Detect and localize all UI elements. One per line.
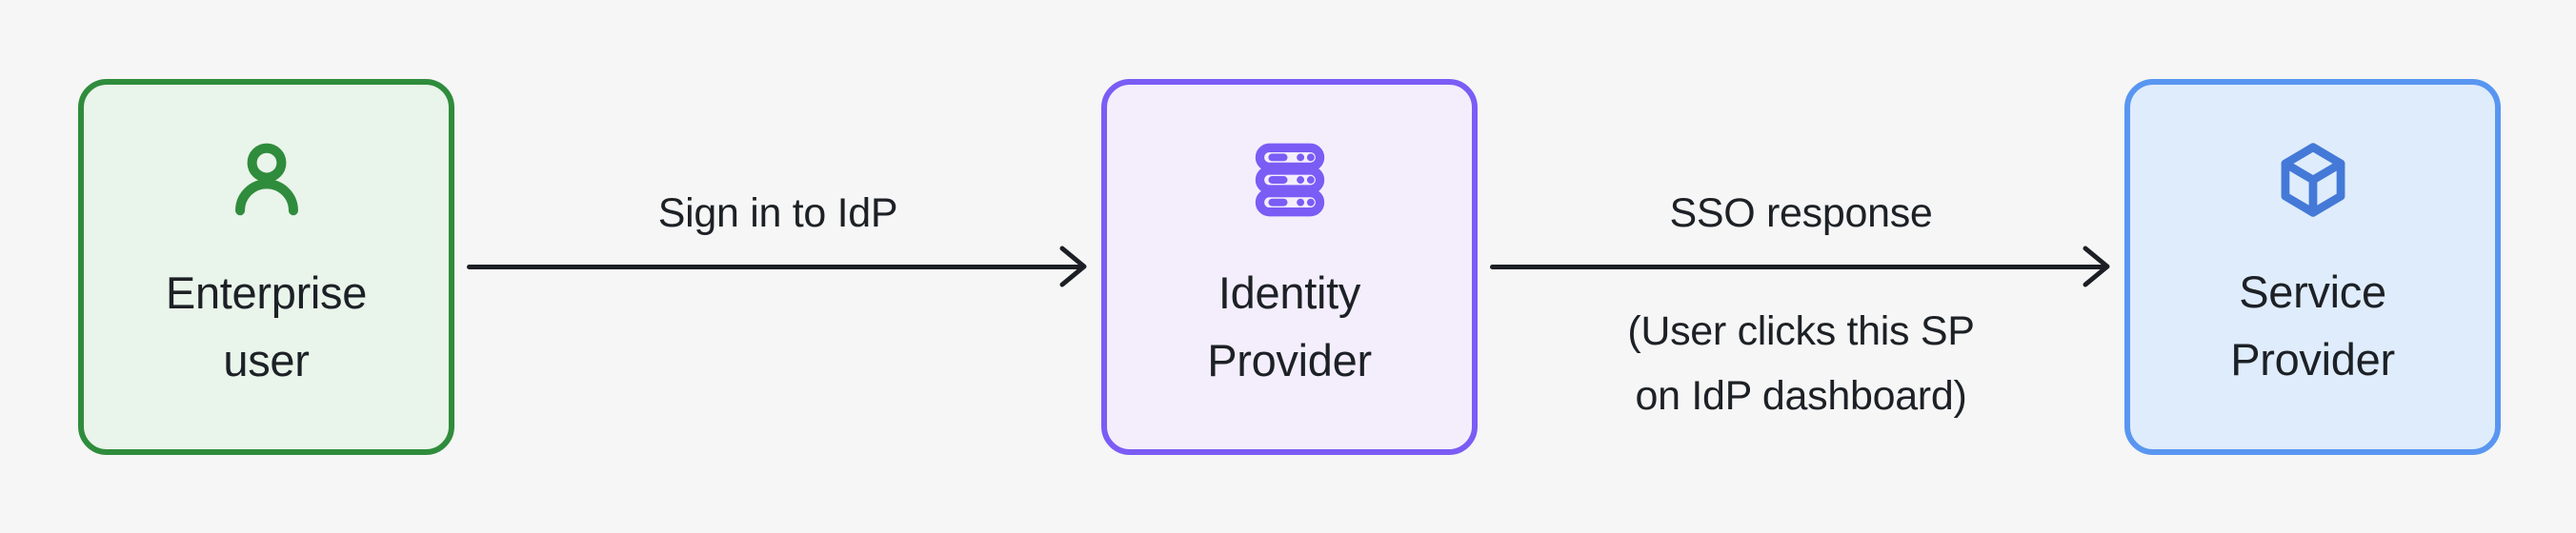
node-identity-provider: Identity Provider bbox=[1101, 78, 1478, 455]
node-label-service-provider: Service Provider bbox=[2230, 266, 2395, 385]
arrow-sign-in-to-idp: Sign in to IdP bbox=[454, 0, 1101, 533]
user-icon bbox=[226, 139, 308, 221]
arrow-label: Sign in to IdP bbox=[657, 190, 898, 236]
node-label-identity-provider: Identity Provider bbox=[1207, 267, 1372, 385]
arrow-head-icon bbox=[2083, 246, 2110, 287]
node-label-enterprise-user: Enterprise user bbox=[165, 267, 368, 385]
arrow-label: SSO response bbox=[1669, 190, 1933, 236]
cube-icon bbox=[2273, 140, 2353, 220]
node-service-provider: Service Provider bbox=[2124, 78, 2501, 455]
arrow-head-icon bbox=[1059, 246, 1087, 287]
arrow-line bbox=[1490, 264, 2107, 269]
server-icon bbox=[1249, 139, 1331, 221]
arrow-line bbox=[467, 264, 1084, 269]
node-enterprise-user: Enterprise user bbox=[78, 78, 454, 455]
arrow-sso-response: SSO response (User clicks this SP on IdP… bbox=[1478, 0, 2124, 533]
arrow-sublabel: (User clicks this SP on IdP dashboard) bbox=[1627, 308, 1975, 419]
